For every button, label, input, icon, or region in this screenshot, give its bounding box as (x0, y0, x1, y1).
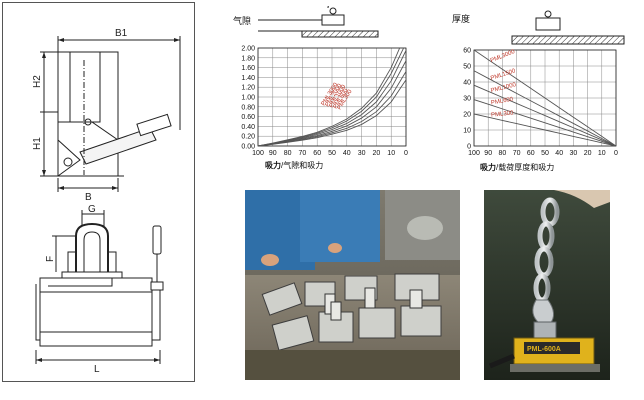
x-tick-label: 100 (252, 150, 264, 157)
series-label: PML600 (491, 97, 515, 107)
chart2-caption-bold: 吸力 (480, 163, 496, 172)
x-tick-label: 0 (404, 150, 408, 157)
x-tick-label: 90 (484, 150, 492, 157)
chart1-caption-rest: /气隙和吸力 (281, 161, 324, 170)
dim-l: L (94, 364, 100, 375)
x-tick-label: 0 (614, 150, 618, 157)
dim-f: F (45, 256, 56, 262)
plot-frame (257, 47, 407, 147)
y-tick-label: 30 (463, 96, 471, 103)
chart2-caption-rest: /载荷厚度和吸力 (496, 163, 555, 172)
y-tick-label: 60 (463, 48, 471, 55)
series-label: PML3000 (490, 49, 517, 64)
series-group (258, 48, 406, 146)
y-tick-label: 50 (463, 64, 471, 71)
x-tick-label: 10 (598, 150, 606, 157)
series-line (474, 84, 616, 146)
x-tick-label: 70 (513, 150, 521, 157)
x-tick-label: 40 (343, 150, 351, 157)
x-tick-label: 80 (284, 150, 292, 157)
y-tick-label: 40 (463, 80, 471, 87)
y-tick-label: 1.00 (241, 95, 255, 102)
technical-drawing: B1 H2 H1 B G F L (32, 28, 181, 375)
photo-workshop (245, 190, 460, 380)
dim-b: B (85, 192, 92, 203)
x-tick-label: 20 (373, 150, 381, 157)
dim-h2: H2 (32, 75, 43, 88)
y-tick-label: 0.20 (241, 134, 255, 141)
drawing-frame (2, 2, 195, 382)
series-line (258, 48, 401, 146)
y-tick-label: 0 (467, 144, 471, 151)
x-tick-label: 20 (584, 150, 592, 157)
x-tick-label: 70 (299, 150, 307, 157)
magnet-plate-text: PML-600A (527, 346, 561, 353)
x-tick-label: 30 (570, 150, 578, 157)
x-tick-label: 50 (328, 150, 336, 157)
plot-frame (473, 49, 617, 147)
chart1-caption: 吸力/气隙和吸力 (265, 160, 323, 171)
y-tick-label: 0.00 (241, 144, 255, 151)
y-tick-label: 0.80 (241, 104, 255, 111)
dim-g: G (88, 204, 96, 215)
series-group (474, 50, 616, 146)
series-label: PML300 (491, 110, 515, 118)
y-tick-label: 10 (463, 128, 471, 135)
x-tick-label: 50 (541, 150, 549, 157)
series-line (474, 70, 616, 146)
chart2-caption: 吸力/载荷厚度和吸力 (480, 162, 554, 173)
chart1-magnet-icon (258, 6, 379, 38)
chart1-top-label: 气隙 (233, 16, 252, 26)
y-tick-label: 1.80 (241, 55, 255, 62)
y-tick-label: 0.60 (241, 114, 255, 121)
x-tick-label: 80 (499, 150, 507, 157)
y-tick-label: 20 (463, 112, 471, 119)
chart2-magnet-icon (511, 10, 625, 45)
chart1-caption-bold: 吸力 (265, 161, 281, 170)
dim-h1: H1 (32, 137, 43, 150)
y-tick-label: 1.60 (241, 65, 255, 72)
x-tick-label: 90 (269, 150, 277, 157)
chart2-top-label: 厚度 (452, 14, 471, 24)
y-tick-label: 0.40 (241, 124, 255, 131)
photo-lifting-magnet: PML-600A (484, 190, 610, 380)
x-tick-label: 60 (527, 150, 535, 157)
x-tick-label: 60 (313, 150, 321, 157)
series-line (474, 113, 616, 146)
x-tick-label: 10 (387, 150, 395, 157)
y-tick-label: 2.00 (241, 46, 255, 53)
x-tick-label: 100 (468, 150, 480, 157)
dim-b1: B1 (115, 28, 128, 39)
x-tick-label: 30 (358, 150, 366, 157)
series-label: PML1000 (490, 82, 517, 94)
series-line (474, 99, 616, 146)
series-line (474, 50, 616, 146)
y-tick-label: 1.40 (241, 75, 255, 82)
y-tick-label: 1.20 (241, 85, 255, 92)
x-tick-label: 40 (555, 150, 563, 157)
